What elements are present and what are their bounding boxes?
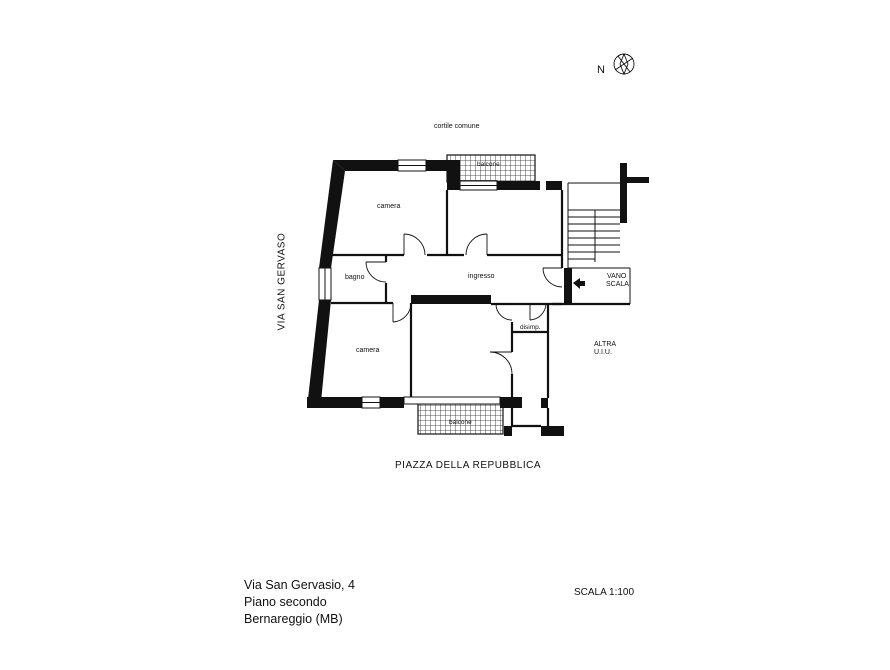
stairwell-label-2: SCALA [606,281,629,288]
scale-label: SCALA 1:100 [574,587,635,598]
balcony-south-label: balcone [449,419,472,426]
address-line-floor: Piano secondo [244,595,327,609]
entrance-label: ingresso [468,273,495,280]
west-street-label: VIA SAN GERVASO [276,232,288,331]
address-line-town: Bernareggio (MB) [244,612,343,626]
staircase [567,182,631,304]
bathroom-label: bagno [345,274,365,281]
interior-walls [331,190,630,428]
north-label: N [597,64,605,76]
address-block: Via San Gervasio, 4 Piano secondo Bernar… [244,577,355,628]
other-unit-label-2: U.I.U. [594,349,612,356]
south-square-label: PIAZZA DELLA REPUBBLICA [395,460,541,471]
stairwell-label-1: VANO [607,273,627,280]
exterior-walls [307,160,649,436]
balcony-north-label: balcone [477,161,500,168]
bedroom-north-label: camera [377,203,401,210]
balcony-north-tiles [446,154,536,183]
balcony-south-tiles [417,403,504,435]
doors [365,233,563,375]
address-line-street: Via San Gervasio, 4 [244,578,355,592]
windows [318,159,501,409]
bedroom-south-label: camera [356,347,380,354]
other-unit-label-1: ALTRA [594,341,617,348]
entry-arrow-icon [573,278,585,289]
courtyard-label: cortile comune [434,123,480,130]
compass-icon [613,52,635,76]
landing-label: disimp. [520,324,541,331]
